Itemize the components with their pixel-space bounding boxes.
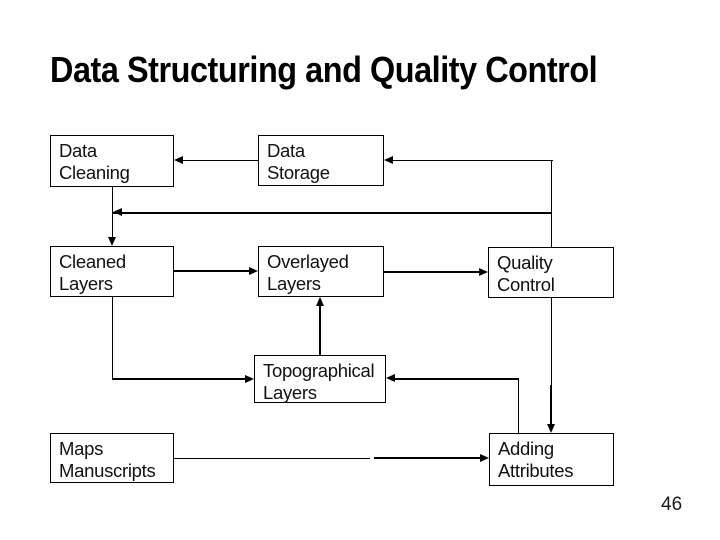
connector-left-to-topo — [112, 378, 246, 380]
node-adding-attributes: Adding Attributes — [489, 433, 614, 486]
node-overlayed-layers: Overlayed Layers — [258, 246, 384, 297]
node-cleaned-layers: Cleaned Layers — [50, 246, 174, 297]
connector-storage-to-cleaning — [183, 160, 258, 161]
connector-topo-to-overlayed — [319, 304, 321, 355]
arrowhead-left-icon — [384, 156, 393, 164]
connector-bus-to-storage — [390, 160, 553, 161]
arrowhead-left-icon — [386, 374, 395, 382]
arrowhead-left-icon — [113, 208, 122, 216]
connector-maps-to-adding-a — [174, 458, 370, 459]
node-data-cleaning: Data Cleaning — [50, 135, 174, 187]
connector-qc-to-adding-thick — [550, 385, 552, 425]
arrowhead-down-icon — [547, 424, 555, 433]
node-topographical-layers: Topographical Layers — [254, 355, 386, 403]
arrowhead-up-icon — [316, 297, 324, 306]
connector-bus-to-left-junction — [113, 212, 552, 214]
arrowhead-right-icon — [245, 375, 254, 383]
node-quality-control: Quality Control — [488, 247, 614, 298]
arrowhead-right-icon — [479, 268, 488, 276]
arrowhead-right-icon — [249, 267, 258, 275]
connector-adding-to-topo-horizontal — [392, 378, 519, 380]
arrowhead-down-icon — [108, 237, 116, 246]
page-number: 46 — [661, 494, 683, 515]
connector-cleaned-to-overlayed — [174, 270, 250, 272]
slide-title: Data Structuring and Quality Control — [50, 49, 598, 90]
connector-maps-to-adding-b — [374, 457, 481, 459]
connector-cleaned-down-vertical — [112, 297, 113, 380]
arrowhead-left-icon — [174, 156, 183, 164]
arrowhead-right-icon — [480, 454, 489, 462]
connector-adding-to-topo-vertical — [518, 378, 519, 433]
node-maps-manuscripts: Maps Manuscripts — [50, 433, 174, 483]
node-data-storage: Data Storage — [258, 135, 384, 186]
connector-cleaning-to-cleaned — [112, 187, 113, 237]
connector-overlayed-to-quality — [384, 271, 481, 273]
